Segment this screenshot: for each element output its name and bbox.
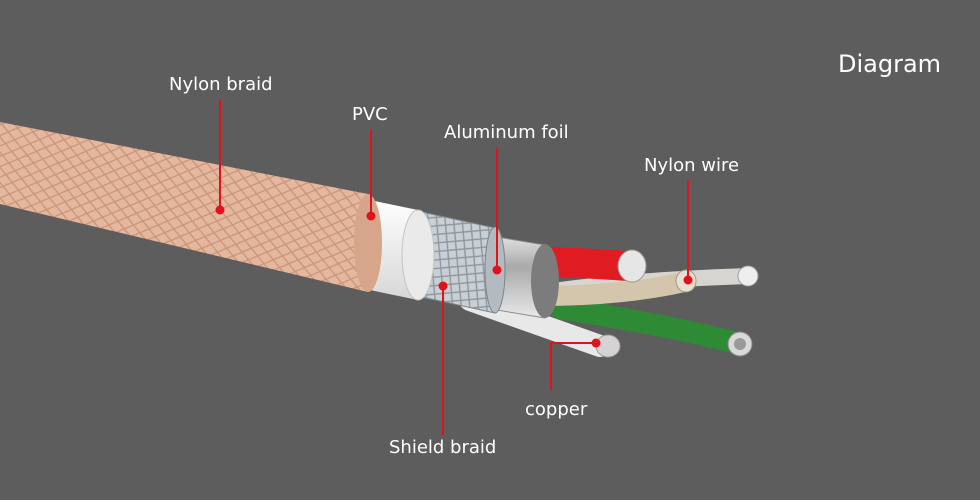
diagram-title: Diagram xyxy=(838,50,942,78)
pvc-end xyxy=(401,209,435,301)
inner-wires xyxy=(459,247,759,358)
nylon-filler-end xyxy=(737,265,759,287)
dot-aluminum-foil xyxy=(492,265,502,275)
label-shield-braid: Shield braid xyxy=(389,437,497,458)
leader-dots xyxy=(215,205,693,348)
label-pvc: PVC xyxy=(352,104,388,125)
dot-pvc xyxy=(366,211,376,221)
red-wire-copper-end xyxy=(617,249,647,283)
dot-copper xyxy=(591,338,601,348)
green-wire-core xyxy=(734,338,746,350)
dot-nylon-braid xyxy=(215,205,225,215)
label-aluminum-foil: Aluminum foil xyxy=(444,122,569,143)
label-copper: copper xyxy=(525,399,588,420)
label-nylon-braid: Nylon braid xyxy=(169,74,273,95)
leader-lines xyxy=(219,100,689,435)
dot-nylon-wire xyxy=(683,275,693,285)
label-nylon-wire: Nylon wire xyxy=(644,155,740,176)
nylon-wire xyxy=(530,272,694,306)
dot-shield-braid xyxy=(438,281,448,291)
aluminum-foil-end xyxy=(531,244,559,318)
nylon-braid-jacket xyxy=(0,122,368,292)
nylon-braid-end xyxy=(354,194,382,292)
white-wire-copper-end xyxy=(595,334,621,358)
leader-copper xyxy=(550,342,596,390)
green-wire xyxy=(549,297,751,355)
